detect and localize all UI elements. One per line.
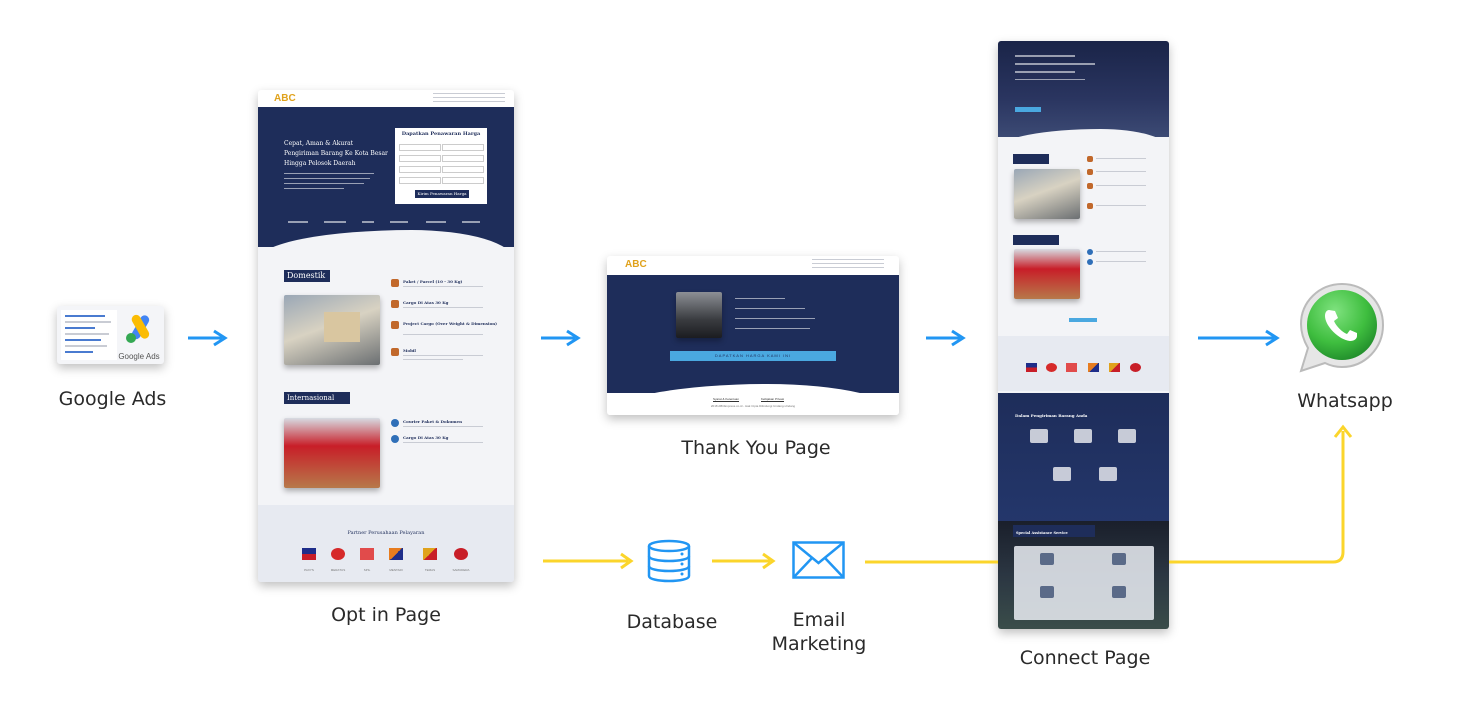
right-arrow-icon — [926, 329, 966, 347]
internasional-photo — [284, 418, 380, 488]
partner-name: SAMUDERA — [452, 568, 470, 572]
partner-name: TEMAS — [424, 568, 436, 572]
special-title: Special Assistance Service — [1016, 531, 1068, 535]
whatsapp-label: Whatsapp — [1297, 390, 1393, 412]
form-title: Dapatkan Penawaran Harga — [401, 131, 481, 137]
internasional-badge: Internasional — [284, 392, 350, 404]
domestik-item: Cargo Di Atas 30 Kg — [403, 300, 449, 305]
right-arrow-icon — [543, 552, 634, 570]
database-icon — [647, 539, 691, 583]
domestik-item: Project Cargo (Over Weight & Dimension) — [403, 321, 498, 326]
hero-headline-3: Hingga Pelosok Daerah — [284, 160, 356, 167]
intl-item: Cargo Di Atas 30 Kg — [403, 435, 449, 440]
email-marketing-label-2: Marketing — [771, 633, 867, 655]
abc-logo: ABC — [625, 259, 647, 270]
right-arrow-icon — [1198, 329, 1280, 347]
footer-link[interactable]: Syarat & Ketentuan — [713, 397, 740, 401]
service-section — [998, 393, 1169, 531]
opt-in-page-label: Opt in Page — [331, 604, 441, 626]
quote-form: Dapatkan Penawaran Harga Kirim Penawaran… — [395, 128, 487, 204]
domestik-item: Paket / Parcel (10 - 30 Kg) — [403, 279, 463, 284]
domestik-badge: Domestik — [284, 270, 330, 282]
abc-logo: ABC — [274, 93, 296, 104]
director-photo — [676, 292, 722, 338]
hero-headline-2: Pengiriman Barang Ke Kota Besar — [284, 150, 388, 157]
partner-name: SPIL — [363, 568, 371, 572]
whatsapp-icon — [1299, 282, 1385, 373]
opt-in-page-mockup: ABC Cepat, Aman & Akurat Pengiriman Bara… — [258, 90, 514, 582]
connect-page-mockup: Dalam Pengiriman Barang Anda Special Ass… — [998, 41, 1169, 629]
partner-title: Partner Perusahaan Pelayaran — [347, 530, 425, 536]
domestik-item: Mobil — [403, 348, 416, 353]
hero-headline-1: Cepat, Aman & Akurat — [284, 140, 354, 147]
google-ads-icon — [126, 314, 150, 343]
google-ads-logo-text: Google Ads — [118, 352, 160, 361]
form-submit-button[interactable]: Kirim Penawaran Harga — [415, 190, 469, 198]
connect-page-label: Connect Page — [1019, 647, 1151, 669]
envelope-icon — [792, 541, 845, 579]
thank-you-page-mockup: ABC DAPATKAN HARGA KAMI INI Syarat & Ket… — [607, 256, 899, 415]
google-ads-thumbnail: Google Ads — [57, 306, 164, 364]
get-price-button[interactable]: DAPATKAN HARGA KAMI INI — [670, 351, 836, 361]
footer-link[interactable]: Kebijakan Privasi — [761, 397, 785, 401]
right-arrow-icon — [188, 329, 228, 347]
right-arrow-icon — [541, 329, 581, 347]
intl-item: Courier Paket & Dokumen — [403, 419, 462, 424]
partner-name: MERATUS — [330, 568, 346, 572]
partner-name: PAXYS — [304, 568, 314, 572]
google-ads-label: Google Ads — [58, 388, 167, 410]
service-title: Dalam Pengiriman Barang Anda — [1015, 413, 1088, 418]
thank-you-page-label: Thank You Page — [681, 437, 831, 459]
right-arrow-icon — [712, 552, 776, 570]
database-label: Database — [626, 611, 718, 633]
partner-name: MENTARI — [389, 568, 403, 572]
up-arrow-icon — [1333, 424, 1353, 438]
footer-text: 2018 ABCExpress.co.id - Hak Cipta Dilind… — [710, 404, 796, 408]
email-marketing-label-1: Email — [792, 609, 846, 631]
